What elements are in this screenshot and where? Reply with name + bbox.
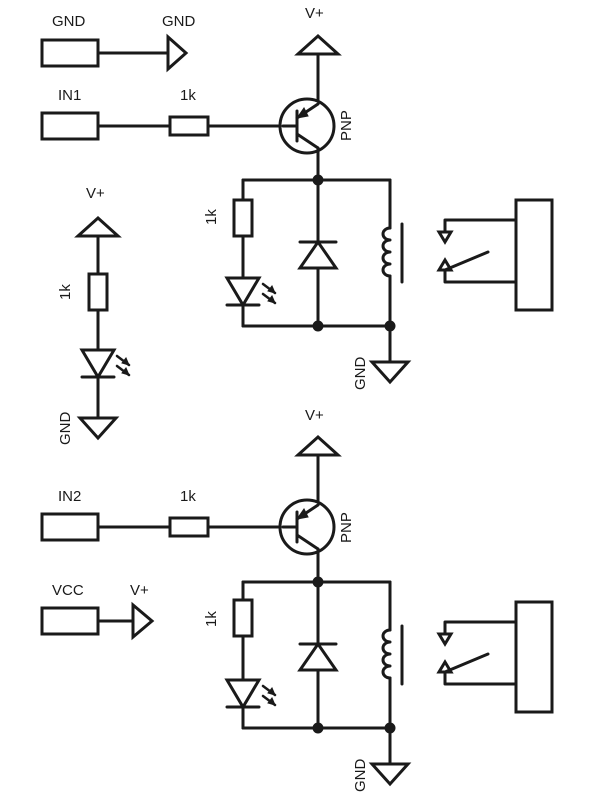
gnd-relay1-label: GND <box>352 357 369 391</box>
base-resistor-1-label: 1k <box>180 87 196 104</box>
flyback-diode-2 <box>297 580 339 730</box>
led-indicator-2 <box>224 678 277 710</box>
in2-connector-port <box>40 512 100 542</box>
led-resistor-1 <box>232 198 254 238</box>
in1-connector-port <box>40 111 100 141</box>
led-resistor-2 <box>232 598 254 638</box>
pnp-q1-label: PNP <box>338 110 355 141</box>
base-resistor-1 <box>168 115 210 137</box>
gnd-flag-symbol <box>166 33 189 73</box>
vcc-port-label: VCC <box>52 582 84 599</box>
vplus-q2-label: V+ <box>305 407 324 424</box>
terminal-block-1 <box>514 198 554 312</box>
terminal-block-2 <box>514 600 554 714</box>
gnd-arrow-power-led <box>76 416 120 441</box>
power-led <box>79 348 131 380</box>
vplus-arrow-q1 <box>294 33 342 56</box>
gnd-connector-port <box>40 38 100 68</box>
gnd-port-label: GND <box>52 13 86 30</box>
vplus-q1-label: V+ <box>305 5 324 22</box>
gnd-symbol-label: GND <box>162 13 196 30</box>
led-resistor-2-label: 1k <box>203 611 220 627</box>
pnp-transistor-1 <box>278 97 336 155</box>
vplus-arrow-q2 <box>294 434 342 457</box>
power-led-branch: V+ 1k GND <box>57 185 131 446</box>
pnp-q2-label: PNP <box>338 512 355 543</box>
power-led-resistor <box>87 272 109 312</box>
gnd-arrow-relay1 <box>368 360 412 385</box>
led-resistor-1-label: 1k <box>203 209 220 225</box>
gnd-relay2-label: GND <box>352 759 369 793</box>
vplus-flag-vcc <box>131 601 155 641</box>
vplus-vcc-label: V+ <box>130 582 149 599</box>
relay-coil-1 <box>381 178 404 328</box>
power-led-resistor-label: 1k <box>57 284 74 300</box>
gnd-port-group: GND GND <box>40 13 196 73</box>
vplus-power-led-label: V+ <box>86 185 105 202</box>
gnd-arrow-relay2 <box>368 762 412 787</box>
relay-coil-2 <box>381 580 404 730</box>
base-resistor-2 <box>168 516 210 538</box>
channel-1: IN1 1k V+ PNP 1k <box>40 5 554 391</box>
led-indicator-1 <box>224 276 277 308</box>
vcc-connector-port <box>40 606 100 636</box>
flyback-diode-1 <box>297 178 339 328</box>
channel-2: V+ IN2 1k PNP VCC V+ <box>40 407 554 793</box>
base-resistor-2-label: 1k <box>180 488 196 505</box>
relay-contacts-1 <box>436 218 518 284</box>
vplus-arrow-power-led <box>74 215 122 238</box>
pnp-transistor-2 <box>278 498 336 556</box>
in1-label: IN1 <box>58 87 81 104</box>
relay-contacts-2 <box>436 620 518 686</box>
gnd-power-led-label: GND <box>57 412 74 446</box>
in2-label: IN2 <box>58 488 81 505</box>
